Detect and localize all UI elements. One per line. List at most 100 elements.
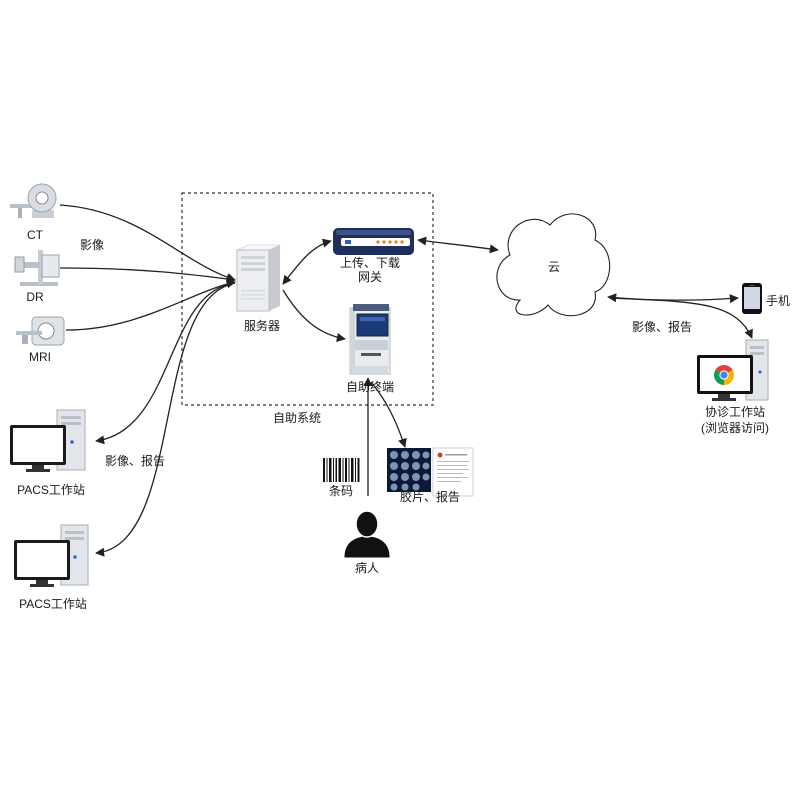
- gateway-port: [345, 240, 351, 244]
- barcode-bar: [335, 458, 337, 482]
- report-line: [445, 454, 467, 456]
- edge-server-gateway: [282, 238, 332, 285]
- edge-server-to-kiosk: [282, 289, 346, 342]
- barcode-bar: [342, 458, 344, 482]
- ct-label: CT: [27, 228, 44, 242]
- report-page: [432, 447, 474, 497]
- barcode-icon: [323, 458, 360, 482]
- gateway-led: [376, 240, 380, 244]
- server-bay: [241, 256, 265, 259]
- kiosk-label: 自助终端: [346, 379, 394, 394]
- film-scan: [422, 462, 430, 470]
- consult-power-led: [758, 370, 762, 374]
- consult-drive-bay: [750, 346, 764, 349]
- film-scan: [390, 462, 398, 470]
- report-line: [437, 481, 461, 482]
- film-scan: [401, 462, 409, 470]
- barcode-bar: [348, 458, 350, 482]
- gateway-label-line-1: 上传、下载: [340, 255, 400, 270]
- barcode-bar: [338, 458, 341, 482]
- pacs-1-stand: [32, 465, 44, 469]
- ct-table: [10, 204, 42, 208]
- kiosk-side: [350, 308, 355, 374]
- edges: [59, 204, 753, 557]
- gateway-led: [394, 240, 398, 244]
- dr-xray-icon: [14, 250, 60, 286]
- outputs-label: 胶片、报告: [400, 489, 460, 504]
- film-scan: [412, 462, 420, 470]
- consult-workstation-label-line-2: (浏览器访问): [701, 420, 769, 435]
- chrome-browser-icon: [714, 365, 734, 385]
- report-line: [437, 477, 468, 478]
- edge-mri-to-server: [65, 279, 236, 331]
- pacs-2-stand: [36, 580, 48, 584]
- film-scan: [401, 483, 409, 491]
- film-scan: [422, 473, 430, 481]
- edge-kiosk-to-outputs: [370, 381, 407, 448]
- server-front: [236, 249, 270, 312]
- kiosk-icon: [349, 304, 391, 375]
- edge-gateway-cloud: [417, 236, 499, 254]
- dr-tube-head: [14, 256, 25, 273]
- film-scan: [390, 451, 398, 459]
- edge-label-server-to-pacs: 影像、报告: [105, 453, 165, 468]
- desktop-computer-icon: [14, 524, 89, 587]
- server-label: 服务器: [244, 318, 280, 333]
- pacs-2-screen: [17, 543, 67, 577]
- server-vent: [241, 294, 265, 296]
- report-line: [437, 473, 463, 474]
- barcode-bar: [351, 458, 354, 482]
- chrome-center: [720, 371, 728, 379]
- barcode-bar: [326, 458, 328, 482]
- edge-cloud-to-consult-workstation: [609, 297, 753, 339]
- dr-label: DR: [26, 290, 44, 304]
- film-scan: [401, 451, 409, 459]
- pacs-2-label: PACS工作站: [19, 597, 87, 611]
- kiosk-header: [353, 304, 389, 311]
- dr-stand: [38, 250, 43, 284]
- consult-workstation-label-line-1: 协诊工作站: [705, 404, 765, 419]
- barcode-bar: [333, 458, 334, 482]
- barcode-label: 条码: [329, 484, 353, 498]
- gateway-top-band: [336, 230, 411, 235]
- ct-table-leg: [18, 208, 22, 218]
- dr-detector: [41, 254, 60, 278]
- kiosk-panel: [355, 340, 388, 350]
- film-scan: [412, 451, 420, 459]
- smartphone-icon: [742, 283, 762, 314]
- mri-label: MRI: [29, 350, 51, 364]
- edge-dr-to-server: [59, 267, 236, 284]
- server-vent: [241, 298, 265, 300]
- barcode-bar: [323, 458, 325, 482]
- phone-screen: [744, 287, 760, 309]
- consult-stand: [718, 394, 730, 398]
- kiosk-screen-highlight: [360, 317, 385, 321]
- gateway-label-line-2: 网关: [358, 270, 382, 284]
- pacs-1-screen: [13, 428, 63, 462]
- mri-table: [16, 331, 42, 335]
- film-scan: [390, 483, 398, 491]
- chrome-red-segment: [715, 365, 733, 375]
- pacs-1-label: PACS工作站: [17, 483, 85, 497]
- gateway-panel: [341, 238, 410, 246]
- pacs-1-stand-base: [26, 469, 50, 472]
- barcode-bar: [357, 458, 360, 482]
- mri-table-support: [22, 335, 28, 344]
- pacs-2-drive-bay: [65, 537, 84, 540]
- gateway-led: [400, 240, 404, 244]
- dr-arm: [18, 262, 40, 268]
- phone-speaker: [749, 285, 755, 286]
- ct-base: [32, 210, 54, 218]
- phone-label: 手机: [766, 294, 790, 308]
- edge-label-modalities-to-server: 影像: [80, 238, 104, 252]
- report-line: [437, 461, 469, 462]
- report-line: [437, 469, 469, 470]
- barcode-bar: [355, 458, 356, 482]
- cloud-label: 云: [548, 260, 560, 274]
- edge-ct-to-server: [59, 204, 236, 282]
- gateway-icon: [333, 228, 414, 255]
- gateway-led: [382, 240, 386, 244]
- report-logo: [437, 452, 443, 458]
- film-scan-images: [390, 451, 430, 491]
